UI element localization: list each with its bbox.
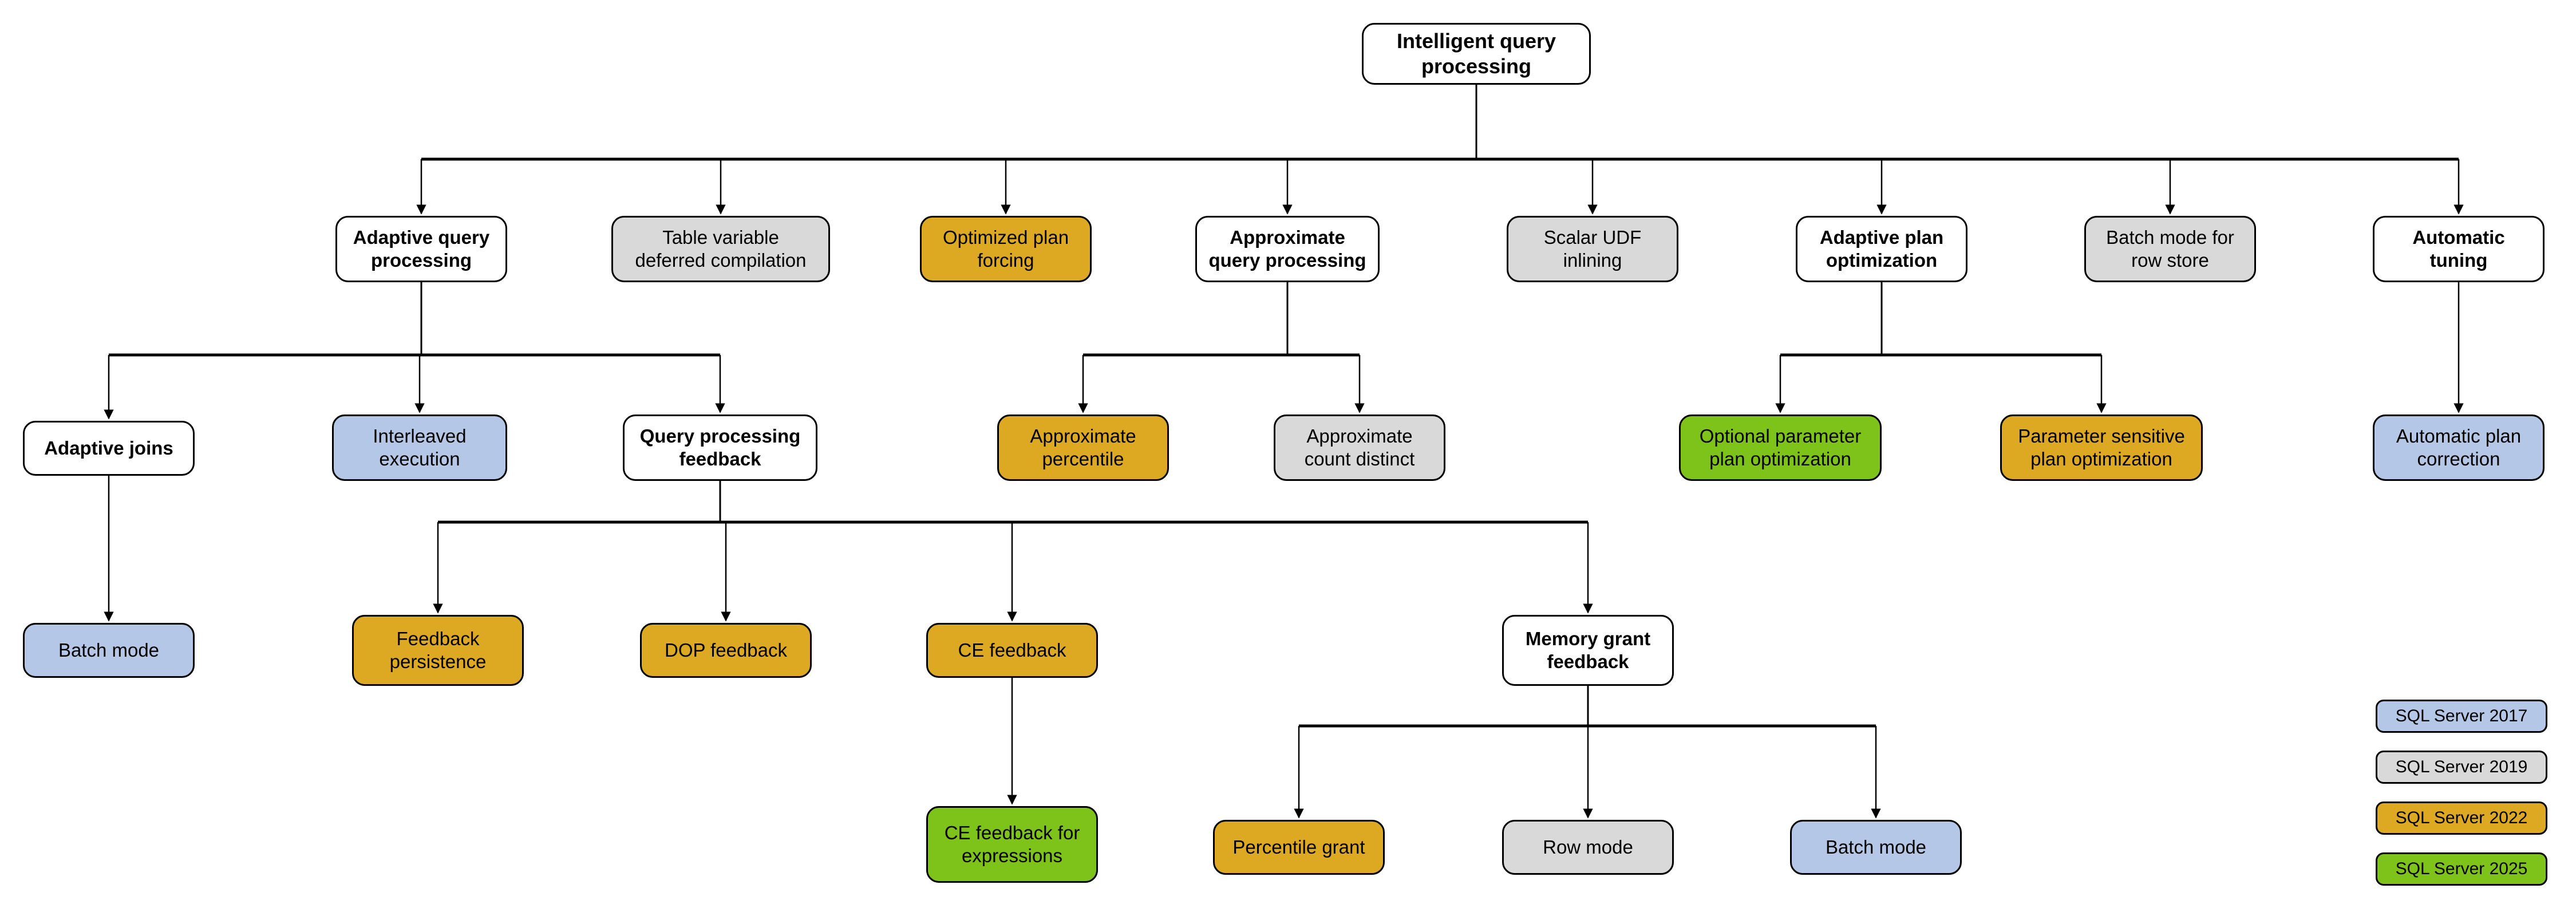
node-label: Percentile grant — [1232, 836, 1365, 858]
legend-label: SQL Server 2019 — [2395, 757, 2528, 776]
node-udf[interactable]: Scalar UDF inlining — [1507, 216, 1678, 282]
node-batchmode1[interactable]: Batch mode — [23, 623, 195, 678]
node-label: Approximate percentile — [1030, 425, 1136, 469]
node-fbpersist[interactable]: Feedback persistence — [352, 615, 524, 686]
node-label: Automatic tuning — [2412, 226, 2505, 271]
node-opf[interactable]: Optimized plan forcing — [920, 216, 1092, 282]
node-approxpct[interactable]: Approximate percentile — [997, 414, 1169, 481]
legend-item-green: SQL Server 2025 — [2376, 852, 2547, 886]
node-dopfb[interactable]: DOP feedback — [640, 623, 812, 678]
node-adaptjoins[interactable]: Adaptive joins — [23, 421, 195, 476]
node-autotune[interactable]: Automatic tuning — [2373, 216, 2545, 282]
node-label: Feedback persistence — [389, 627, 487, 672]
node-bmrs[interactable]: Batch mode for row store — [2084, 216, 2256, 282]
node-qpf[interactable]: Query processing feedback — [623, 414, 817, 481]
node-cefb[interactable]: CE feedback — [926, 623, 1098, 678]
node-apo[interactable]: Adaptive plan optimization — [1796, 216, 1967, 282]
node-rowmode[interactable]: Row mode — [1502, 820, 1674, 875]
node-label: Memory grant feedback — [1525, 627, 1651, 672]
node-label: Adaptive plan optimization — [1819, 226, 1944, 271]
node-label: CE feedback — [958, 639, 1066, 661]
node-label: Adaptive joins — [44, 437, 173, 459]
legend-item-orange: SQL Server 2022 — [2376, 802, 2547, 835]
node-label: Adaptive query processing — [353, 226, 490, 271]
node-tvdc[interactable]: Table variable deferred compilation — [611, 216, 830, 282]
node-label: Interleaved execution — [373, 425, 467, 469]
node-label: Approximate count distinct — [1304, 425, 1415, 469]
node-label: Automatic plan correction — [2396, 425, 2522, 469]
node-label: Batch mode — [1825, 836, 1927, 858]
node-label: Optimized plan forcing — [942, 226, 1069, 271]
legend-label: SQL Server 2022 — [2395, 808, 2528, 827]
legend-label: SQL Server 2025 — [2395, 859, 2528, 878]
node-label: DOP feedback — [664, 639, 788, 661]
node-label: CE feedback for expressions — [944, 822, 1080, 866]
node-interleaved[interactable]: Interleaved execution — [332, 414, 507, 481]
node-label: Query processing feedback — [639, 425, 801, 469]
legend-item-blue: SQL Server 2017 — [2376, 700, 2547, 733]
node-apc[interactable]: Automatic plan correction — [2373, 414, 2545, 481]
node-label: Parameter sensitive plan optimization — [2018, 425, 2185, 469]
node-mgf[interactable]: Memory grant feedback — [1502, 615, 1674, 686]
node-label: Row mode — [1543, 836, 1633, 858]
node-label: Batch mode — [58, 639, 160, 661]
node-approxqp[interactable]: Approximate query processing — [1195, 216, 1380, 282]
node-label: Intelligent query processing — [1396, 29, 1556, 78]
node-aqp[interactable]: Adaptive query processing — [335, 216, 507, 282]
node-root[interactable]: Intelligent query processing — [1362, 23, 1591, 85]
node-label: Optional parameter plan optimization — [1699, 425, 1862, 469]
legend-item-gray: SQL Server 2019 — [2376, 751, 2547, 784]
node-label: Scalar UDF inlining — [1543, 226, 1642, 271]
node-pctgrant[interactable]: Percentile grant — [1213, 820, 1385, 875]
node-approxcd[interactable]: Approximate count distinct — [1274, 414, 1445, 481]
node-cefbexpr[interactable]: CE feedback for expressions — [926, 806, 1098, 883]
node-label: Batch mode for row store — [2106, 226, 2234, 271]
node-oppo[interactable]: Optional parameter plan optimization — [1679, 414, 1882, 481]
node-batchmode2[interactable]: Batch mode — [1790, 820, 1962, 875]
node-label: Table variable deferred compilation — [635, 226, 807, 271]
node-label: Approximate query processing — [1208, 226, 1366, 271]
legend-label: SQL Server 2017 — [2395, 706, 2528, 725]
node-pspo[interactable]: Parameter sensitive plan optimization — [2000, 414, 2203, 481]
